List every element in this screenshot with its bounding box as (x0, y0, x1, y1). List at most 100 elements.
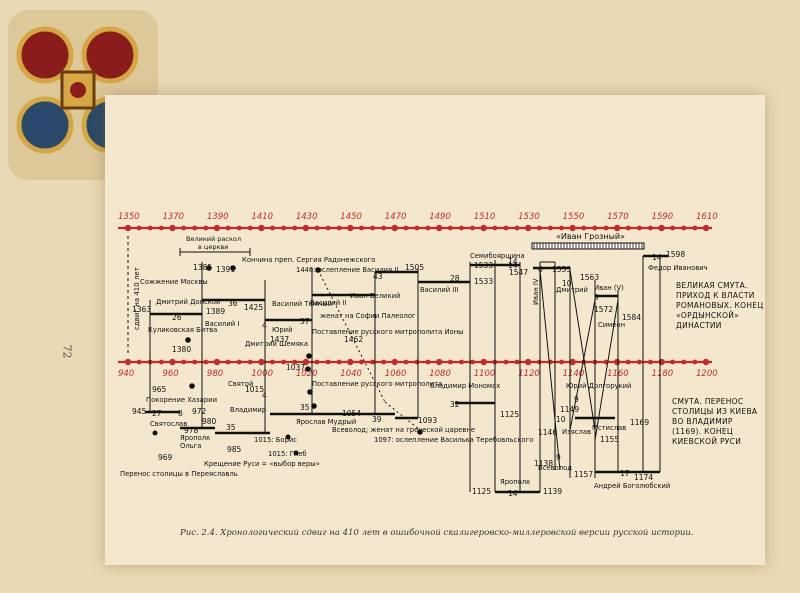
top-axis-tick (391, 224, 398, 232)
label-yury: Юрий (272, 326, 293, 334)
date-1125: 1125 (500, 410, 519, 419)
top-axis-label: 1550 (563, 212, 585, 222)
label-fedor: Федор Иванович (648, 264, 708, 272)
top-axis-tick (270, 225, 275, 231)
date-1563: 1563 (580, 273, 599, 282)
top-axis-label: 1510 (474, 212, 496, 222)
number-39: 39 (372, 415, 382, 424)
top-event-labels: Кончина преп. Сергия Радонежского 1446: … (140, 252, 708, 348)
shift-label: сдвиг на 410 лет (133, 267, 141, 330)
date-1363: 1363 (132, 305, 151, 314)
top-axis-tick (124, 224, 132, 232)
bottom-dynasty-lines (145, 401, 660, 494)
bottom-axis-tick (292, 359, 298, 365)
top-axis-tick (459, 225, 464, 231)
top-axis-tick (636, 225, 642, 231)
label-ivan5: Иван (V) (594, 284, 624, 292)
label-iona: Поставление русского митрополита Ионы (312, 328, 464, 336)
top-axis-tick (302, 224, 310, 232)
bottom-axis-tick (613, 358, 621, 366)
bottom-axis-label: 940 (118, 369, 134, 379)
bottom-axis-tick (658, 358, 665, 366)
top-axis-tick (247, 225, 253, 231)
bottom-axis-label: 1020 (296, 369, 318, 379)
top-axis-label: 1570 (607, 212, 629, 222)
bottom-axis-tick (192, 359, 198, 365)
date-1533: 1533 (474, 261, 493, 270)
label-yury-dolg: Юрий Долгорукий (566, 382, 631, 390)
bottom-axis-tick (524, 358, 532, 366)
top-axis-tick (403, 225, 409, 231)
top-axis-tick (325, 225, 331, 231)
top-axis-tick (524, 224, 532, 232)
date-980: 980 (202, 417, 217, 426)
date-1037: 1037 (286, 363, 305, 372)
label-sergius: Кончина преп. Сергия Радонежского (242, 256, 375, 264)
label-vasily3: Василий III (420, 286, 458, 294)
bottom-axis-tick (702, 358, 710, 366)
label-mitropolit: Поставление русского митрополита (312, 380, 442, 388)
bottom-axis-tick (636, 359, 642, 365)
top-axis-tick (158, 225, 164, 231)
bottom-dates: 945 965 969 972 978 980 985 1015 1037 10… (132, 363, 653, 496)
top-axis-tick (470, 225, 475, 231)
label-kulikov: Куликовская Битва (148, 326, 217, 334)
top-axis-tick (370, 225, 375, 231)
label-vasilko: 1097: ослепление Василька Теребовльского (374, 436, 533, 444)
chart-paper (105, 95, 765, 565)
top-axis-tick (181, 225, 186, 231)
bottom-axis-tick (169, 358, 176, 366)
label-vasily-temny: Василий Темный (272, 300, 332, 308)
top-axis-tick (480, 224, 487, 232)
bottom-axis-tick (480, 358, 487, 366)
top-axis-tick (670, 225, 676, 231)
label-vasily2: Василий II (310, 299, 346, 307)
label-vsevolod: Всеволод; женат на греческой царевне (332, 426, 475, 434)
label-izyaslav: Изяслав (562, 428, 591, 436)
date-1389: 1389 (206, 307, 225, 316)
bottom-axis-tick (648, 359, 653, 365)
top-axis-tick (359, 225, 364, 231)
top-axis-tick (414, 225, 420, 231)
date-1437: 1437 (270, 335, 289, 344)
bottom-axis-tick (391, 358, 398, 366)
bottom-event-labels: Святослав Покорение Хазарии Ольга Перено… (120, 380, 670, 490)
bottom-axis-tick (347, 358, 354, 366)
label-sozhzhenie: Сожжение Москвы (140, 278, 208, 286)
number-14c: 14 (508, 489, 518, 498)
date-1138: 1138 (534, 459, 553, 468)
bottom-axis-label: 1100 (474, 369, 496, 379)
bottom-axis-tick (425, 359, 431, 365)
bottom-axis-label: 1060 (385, 369, 407, 379)
number-9c: 9 (556, 453, 561, 462)
bottom-axis-tick (136, 359, 142, 365)
date-1380: 1380 (172, 345, 191, 354)
date-1572: 1572 (594, 305, 613, 314)
label-dmitry-shemyaka: Дмитрий Шемяка (245, 340, 308, 348)
top-axis-tick (648, 225, 653, 231)
top-axis-tick (536, 225, 542, 231)
label-yaroslav: Ярослав Мудрый (296, 418, 356, 426)
bottom-axis-tick (403, 359, 409, 365)
top-axis-label: 1470 (385, 212, 407, 222)
bottom-axis-tick (681, 359, 687, 365)
bottom-axis-tick (436, 358, 443, 366)
number-37: 37 (300, 317, 310, 326)
number-35: 35 (226, 423, 236, 432)
top-axis-tick (136, 225, 142, 231)
number-27: 27 (152, 409, 162, 418)
date-1391: 1391 (216, 265, 235, 274)
date-978: 978 (184, 426, 199, 435)
bottom-axis-tick (569, 358, 576, 366)
bottom-axis-tick (181, 359, 186, 365)
top-axis-label: 1370 (162, 212, 184, 222)
number-14d: 14 (508, 257, 518, 266)
bottom-axis-tick (258, 358, 265, 366)
top-axis-label: 1610 (696, 212, 718, 222)
label-ivan-veliky: Иван Великий (350, 292, 400, 300)
top-axis-tick (692, 225, 698, 231)
bottom-axis-tick (536, 359, 542, 365)
bottom-axis-label: 1200 (696, 369, 718, 379)
date-1553: 1553 (552, 265, 571, 274)
